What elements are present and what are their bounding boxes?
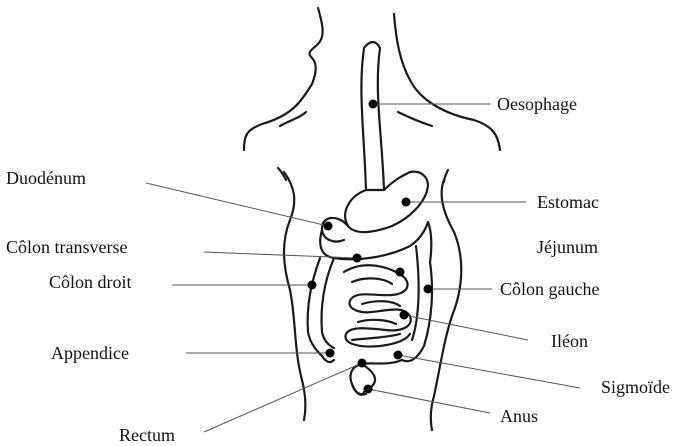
- leader-anus: [368, 389, 490, 413]
- label-ileon: Iléon: [551, 331, 588, 351]
- label-duodenum: Duodénum: [6, 168, 86, 188]
- dot-ileon: [400, 311, 409, 320]
- label-colon-droit: Côlon droit: [49, 272, 132, 292]
- label-sigmoide: Sigmoïde: [601, 377, 670, 397]
- label-colon-gauche: Côlon gauche: [500, 279, 599, 299]
- label-appendice: Appendice: [51, 343, 129, 363]
- torso-right-side: [431, 180, 462, 430]
- leader-rectum: [204, 363, 362, 432]
- waist-right-stub: [444, 170, 448, 182]
- body-outline-left: [244, 8, 323, 150]
- leader-ileon: [404, 315, 528, 340]
- colon-droit: [308, 258, 334, 356]
- leader-sigmoide: [398, 355, 580, 388]
- dot-duodenum: [324, 222, 333, 231]
- label-rectum: Rectum: [119, 425, 175, 445]
- dot-anus: [364, 385, 373, 394]
- leader-colon-transverse: [204, 252, 357, 258]
- esophagus: [361, 42, 384, 190]
- dot-oesophage: [369, 100, 378, 109]
- label-anus: Anus: [500, 406, 538, 426]
- colon-gauche: [402, 246, 432, 361]
- torso-left-side: [284, 172, 305, 420]
- dot-colon-droit: [308, 281, 317, 290]
- dot-colon-gauche: [424, 285, 433, 294]
- label-jejunum: Jéjunum: [537, 237, 598, 257]
- dot-estomac: [402, 198, 411, 207]
- dot-sigmoide: [394, 351, 403, 360]
- dot-jejunum: [396, 268, 405, 277]
- label-estomac: Estomac: [537, 192, 599, 212]
- dot-appendice: [326, 349, 335, 358]
- shoulder-right-inner: [398, 112, 432, 126]
- leader-duodenum: [146, 183, 328, 226]
- label-colon-transverse: Côlon transverse: [6, 237, 127, 257]
- dot-rectum: [358, 359, 367, 368]
- label-oesophage: Oesophage: [497, 94, 577, 114]
- dot-colon-transverse: [353, 254, 362, 263]
- body-outline-right: [394, 14, 500, 150]
